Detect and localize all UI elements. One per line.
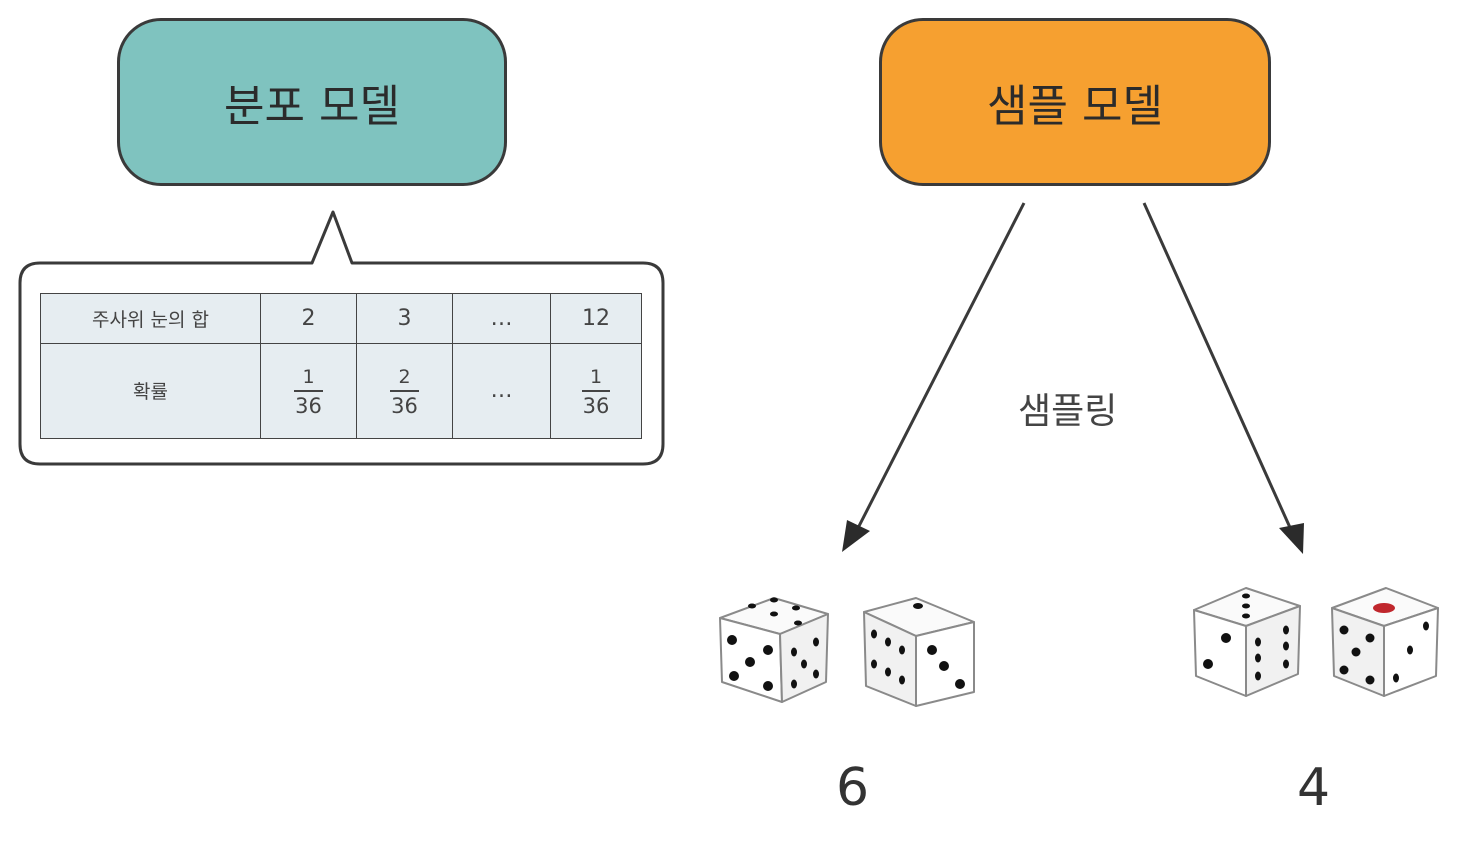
fraction-denominator: 36: [391, 394, 418, 419]
dice-icon: [863, 597, 975, 707]
probability-cell: 1 36: [550, 342, 642, 439]
fraction-denominator: 36: [582, 394, 610, 419]
table-row: 주사위 눈의 합 2 3 … 12: [40, 293, 642, 344]
result-right: 4: [1297, 758, 1331, 818]
fraction-numerator: 2: [390, 368, 419, 393]
sum-header-cell: 주사위 눈의 합: [40, 293, 261, 344]
dice-icon: [719, 597, 829, 703]
distribution-model-title: 분포 모델: [224, 81, 400, 132]
probability-table: 주사위 눈의 합 2 3 … 12 확률 1 36 2 36 … 1 36: [40, 293, 642, 439]
result-left: 6: [836, 758, 870, 818]
sample-model-box: 샘플 모델: [879, 18, 1271, 186]
sum-cell: 3: [356, 293, 453, 344]
fraction: 1 36: [581, 368, 611, 419]
dice-icon: [1331, 587, 1439, 697]
sampling-label: 샘플링: [1018, 391, 1118, 432]
red-pip: [1373, 603, 1395, 613]
arrow-left-icon: [842, 202, 1026, 552]
distribution-model-box: 분포 모델: [117, 18, 507, 186]
probability-cell: 2 36: [356, 342, 453, 439]
fraction-numerator: 1: [294, 368, 323, 393]
fraction-numerator: 1: [581, 368, 611, 393]
probability-cell: …: [452, 342, 551, 439]
fraction: 2 36: [390, 368, 419, 419]
fraction: 1 36: [294, 368, 323, 419]
fraction-denominator: 36: [295, 394, 322, 419]
sample-model-title: 샘플 모델: [987, 81, 1163, 132]
probability-header-cell: 확률: [40, 342, 261, 439]
dice-icon: [1193, 587, 1301, 697]
sum-cell: 2: [260, 293, 357, 344]
table-row: 확률 1 36 2 36 … 1 36: [40, 342, 642, 439]
sum-cell: 12: [550, 293, 642, 344]
arrow-right-icon: [1142, 202, 1304, 554]
probability-cell: 1 36: [260, 342, 357, 439]
